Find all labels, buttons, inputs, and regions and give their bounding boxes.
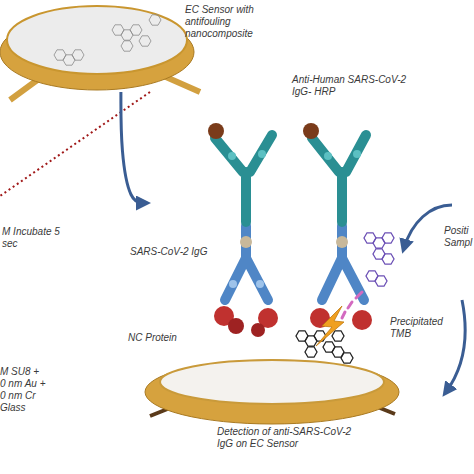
antibody-assembly: [208, 123, 278, 337]
tmb-hex: [375, 276, 387, 286]
nc-protein: [228, 318, 244, 334]
graphene-hex: [149, 15, 161, 25]
sensor-caption: Detection of anti-SARS-CoV-2 IgG on EC S…: [217, 426, 362, 450]
tmb-hex: [305, 336, 317, 346]
hrp-enzyme: [208, 123, 224, 139]
sensor-caption: EC Sensor with antifouling nanocomposite: [185, 4, 285, 40]
dotted-leader: [0, 92, 150, 196]
tmb-hex: [305, 347, 317, 357]
sars-igg-antibody: [322, 226, 364, 300]
sensor-node: EC Sensor with antifouling nanocomposite: [0, 0, 195, 92]
tmb-precipitate: [296, 331, 353, 363]
tmb-hex: [332, 347, 344, 357]
hrp-enzyme: [303, 123, 319, 139]
nc-protein: [251, 323, 265, 337]
antibody-detail: [229, 280, 237, 288]
tmb-hex: [382, 233, 394, 243]
tmb-molecule: [364, 233, 394, 286]
antibody-detail: [353, 150, 361, 158]
nc-protein: [258, 308, 278, 328]
nc-protein: [310, 308, 330, 328]
graphene-hex: [139, 36, 151, 46]
sensor-surface: [160, 360, 384, 404]
tmb-fragments: [342, 292, 362, 318]
tmb-hex: [366, 271, 378, 281]
nc-protein: [214, 306, 234, 326]
sensor-disk: [145, 110, 400, 420]
graphene-sheet: [54, 15, 161, 65]
graphene-hex: [121, 30, 133, 40]
antibody-detail: [324, 152, 332, 160]
tmb-hex: [373, 249, 385, 259]
anti-human-igg: [215, 135, 272, 222]
tmb-hex: [296, 331, 308, 341]
tmb-hex: [341, 353, 353, 363]
tmb-hex: [323, 342, 335, 352]
fc-region: [240, 236, 252, 248]
sensor-disk: [0, 0, 195, 92]
sars-igg-antibody: [225, 226, 268, 300]
tmb-hex: [382, 254, 394, 264]
graphene-hex: [121, 41, 133, 51]
antibody-detail: [256, 280, 264, 288]
annotation-label: SARS-CoV-2 IgG: [130, 246, 207, 258]
graphene-hex: [130, 25, 142, 35]
flow-arrow: [446, 300, 465, 392]
tmb-hex: [364, 233, 376, 243]
graphene-hex: [72, 50, 84, 60]
reaction-bolt: [316, 306, 344, 346]
annotation-label: Precipitated TMB: [390, 316, 452, 340]
tmb-hex: [332, 331, 344, 341]
anti-human-igg: [312, 135, 366, 222]
sensor-surface: [7, 6, 187, 74]
graphene-hex: [54, 50, 66, 60]
fc-region: [336, 236, 348, 248]
antibody-detail: [258, 150, 266, 158]
graphene-hex: [63, 55, 75, 65]
tmb-hex: [314, 331, 326, 341]
annotation-label: Anti-Human SARS-CoV-2 IgG- HRP: [292, 74, 417, 98]
sensor-node: Detection of anti-SARS-CoV-2 IgG on EC S…: [145, 110, 400, 420]
flow-arrow: [121, 92, 145, 203]
antibody-assembly: [303, 123, 372, 330]
annotation-label: M SU8 + 0 nm Au + 0 nm Cr Glass: [0, 366, 47, 414]
sensor-base: [145, 360, 399, 424]
graphene-hex: [112, 25, 124, 35]
annotation-label: NC Protein: [128, 332, 177, 344]
annotation-label: M Incubate 5 sec: [2, 226, 62, 250]
antibody-detail: [228, 152, 236, 160]
tmb-hex: [373, 238, 385, 248]
annotation-label: Positi Sampl: [444, 225, 474, 249]
nc-protein: [352, 310, 372, 330]
